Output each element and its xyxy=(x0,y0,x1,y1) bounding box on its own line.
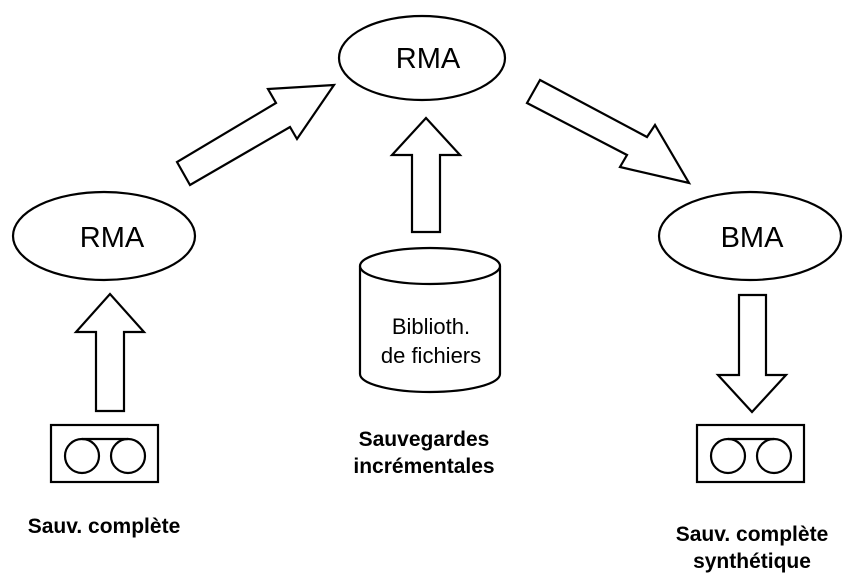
rma-left-node: RMA xyxy=(11,190,197,282)
rma-top-label: RMA xyxy=(396,43,461,75)
synthetic-caption-line2: synthétique xyxy=(693,550,811,573)
arrow-left-to-top xyxy=(175,83,337,187)
arrow-top-to-right xyxy=(525,78,692,185)
arrow-down-right xyxy=(715,293,789,414)
bma-right-label: BMA xyxy=(721,222,785,254)
full-backup-caption: Sauv. complète xyxy=(28,515,181,538)
bma-right-node: BMA xyxy=(657,190,843,282)
database-cylinder-icon: Biblioth. de fichiers xyxy=(358,246,502,394)
synthetic-caption-line1: Sauv. complète xyxy=(676,523,829,546)
rma-left-label: RMA xyxy=(80,222,145,254)
arrow-up-center xyxy=(389,116,463,234)
library-label-line1: Biblioth. xyxy=(392,314,470,339)
tape-cartridge-icon xyxy=(695,423,806,484)
tape-cartridge-icon xyxy=(49,423,160,484)
library-label-line2: de fichiers xyxy=(381,343,481,368)
arrow-up-left xyxy=(73,292,147,413)
rma-top-node: RMA xyxy=(337,14,507,102)
incremental-caption-line2: incrémentales xyxy=(353,455,494,478)
incremental-caption-line1: Sauvegardes xyxy=(359,428,490,451)
